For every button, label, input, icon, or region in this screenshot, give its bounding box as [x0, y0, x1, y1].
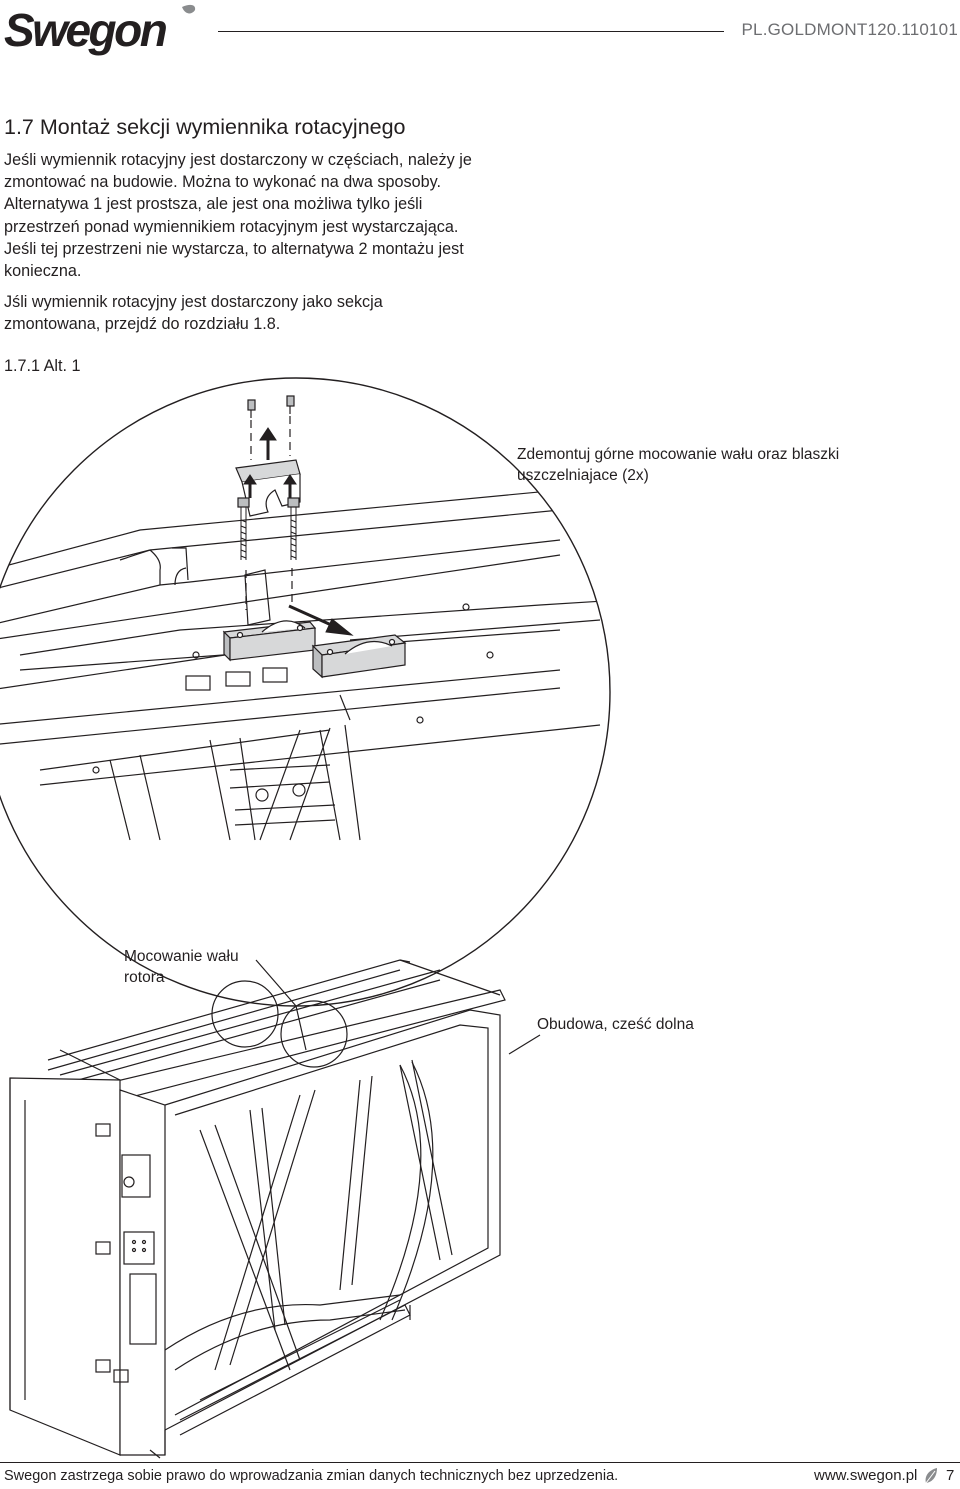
intro-paragraph: Jeśli wymiennik rotacyjny jest dostarczo… — [4, 151, 472, 281]
document-code: PL.GOLDMONT120.110101 — [741, 20, 958, 39]
leader-line-housing — [508, 1034, 541, 1055]
callout-rotor-shaft-mount: Mocowanie wału rotora — [124, 948, 239, 986]
rotary-exchanger-assembly-illustration — [0, 377, 611, 1459]
detail-magnifier — [0, 487, 610, 841]
header-divider — [218, 31, 724, 32]
removal-arrows — [243, 427, 354, 636]
callout-remove-top-mount: Zdemontuj górne mocowanie wału oraz blas… — [517, 446, 840, 484]
footer-disclaimer: Swegon zastrzega sobie prawo do wprowadz… — [4, 1468, 619, 1484]
assembled-note-paragraph: Jśli wymiennik rotacyjny jest dostarczon… — [4, 293, 383, 334]
leader-line-detail — [255, 959, 307, 1051]
callout-housing-lower-part: Obudowa, cześć dolna — [537, 1016, 694, 1033]
footer-divider — [0, 1462, 960, 1463]
bolts — [237, 395, 300, 610]
footer-website-link[interactable]: www.swegon.pl — [814, 1467, 918, 1484]
section-title: 1.7 Montaż sekcji wymiennika rotacyjnego — [4, 115, 406, 139]
swegon-logo: Swegon — [4, 4, 196, 56]
subsection-title: 1.7.1 Alt. 1 — [4, 357, 81, 375]
shaft-mount-blocks — [222, 620, 407, 679]
page-number: 7 — [946, 1467, 955, 1484]
svg-text:Swegon: Swegon — [4, 4, 167, 56]
leaf-icon — [925, 1468, 937, 1484]
shaft-locator-circle-right — [280, 1000, 348, 1068]
air-handling-unit — [9, 959, 506, 1459]
